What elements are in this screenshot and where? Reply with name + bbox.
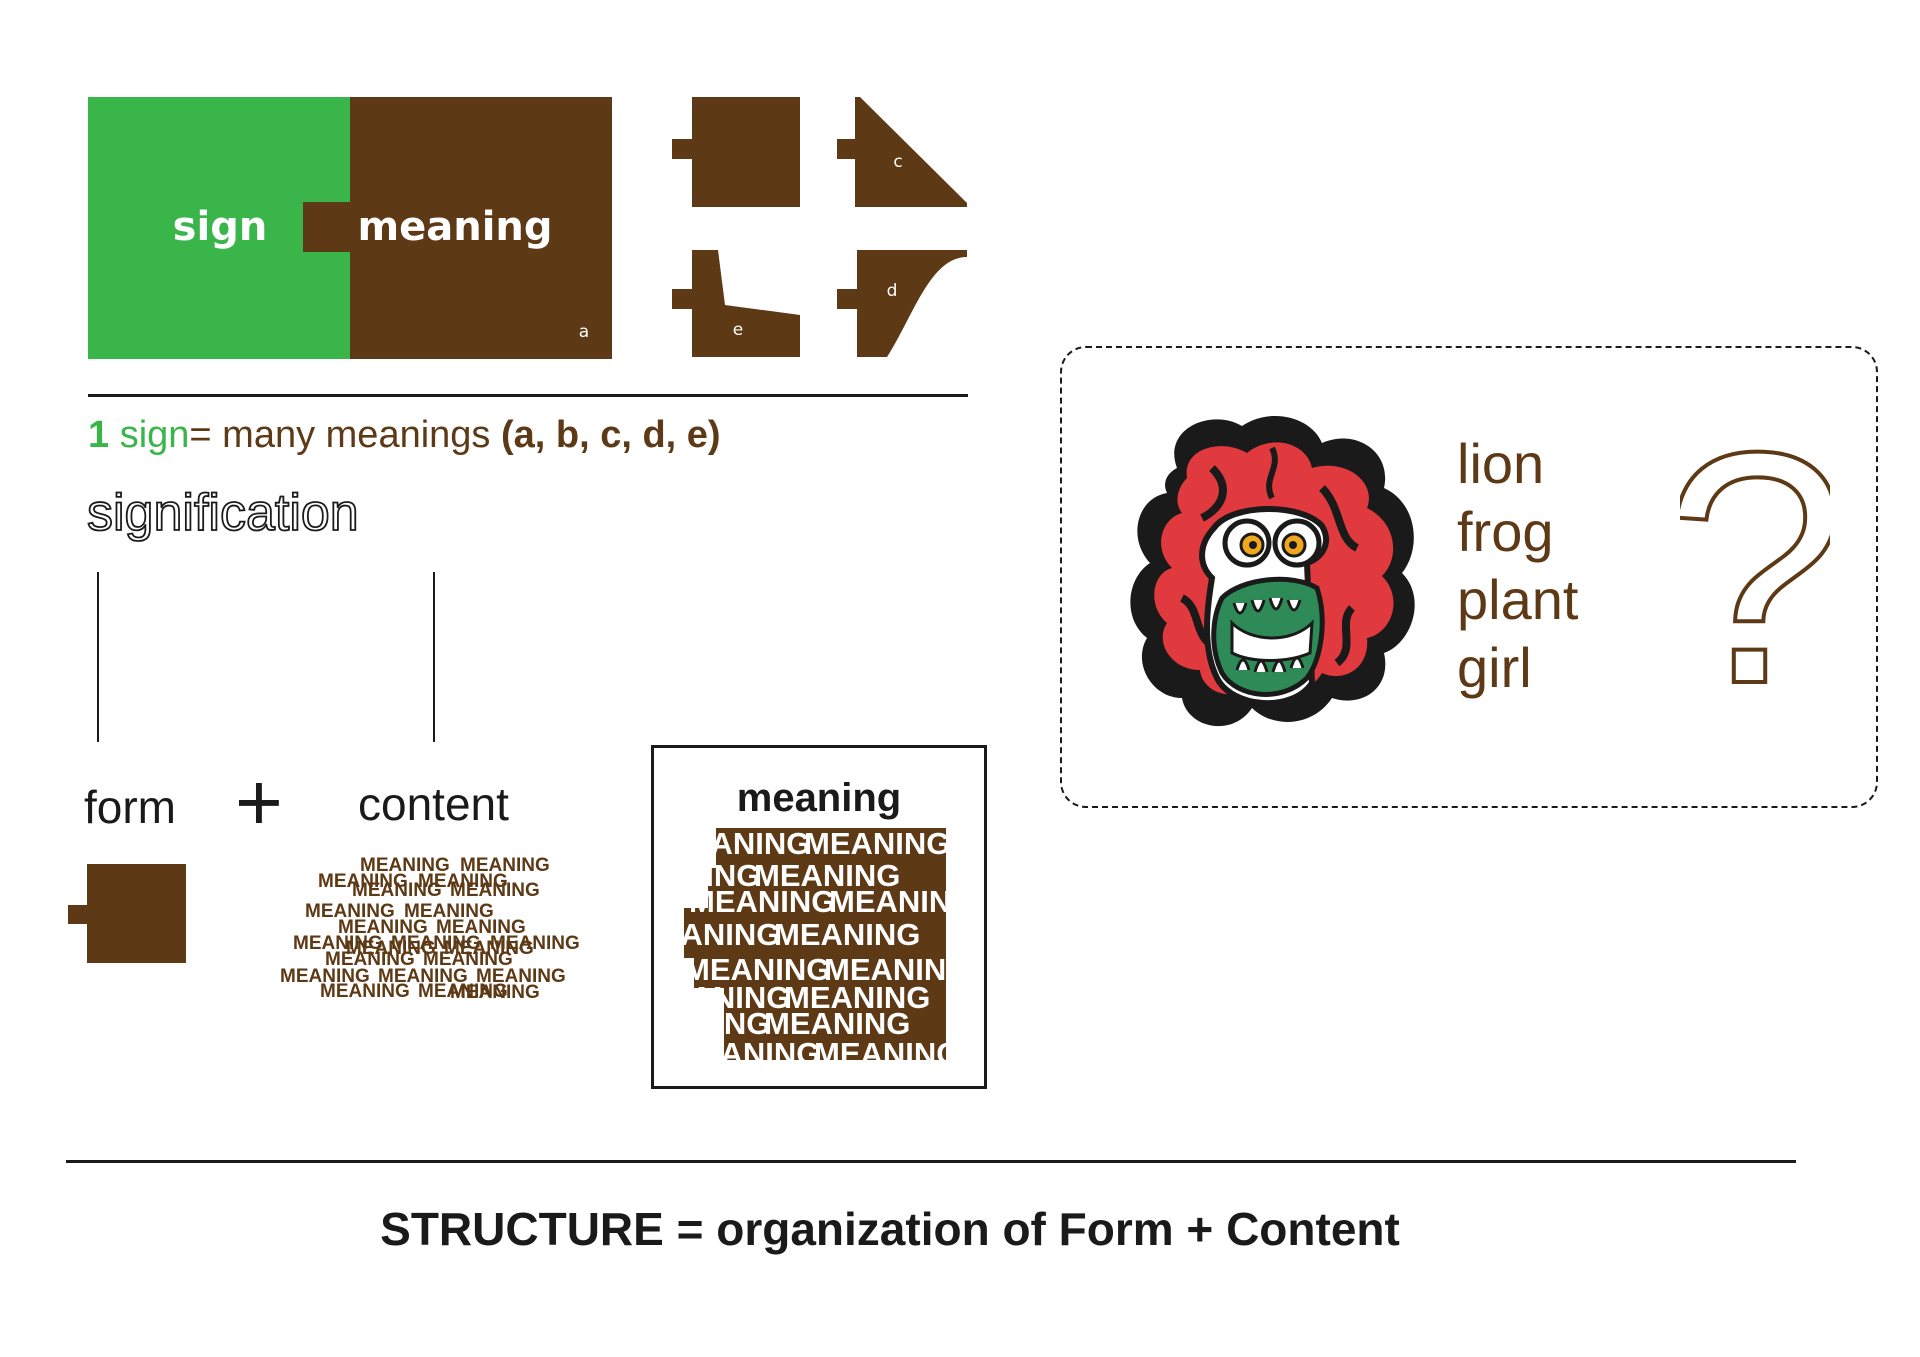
content-word: MEANING bbox=[378, 966, 468, 987]
meaning-box: meaning MEANING MEANING MEANING MEANING … bbox=[651, 745, 987, 1089]
sign-label: sign bbox=[173, 204, 268, 250]
signification-heading: signification bbox=[86, 483, 360, 543]
content-word-cloud: MEANING MEANING MEANING MEANING MEANING … bbox=[270, 852, 600, 1012]
texture-word: MEANING bbox=[764, 1006, 910, 1041]
piece-c: c bbox=[837, 97, 967, 207]
piece-a-label: a bbox=[579, 322, 589, 342]
creature-drawing bbox=[1130, 415, 1415, 727]
texture-word: MEANING bbox=[784, 980, 930, 1015]
meaning-piece bbox=[350, 97, 612, 359]
content-word: MEANING bbox=[460, 855, 550, 876]
equation-sign: sign bbox=[119, 414, 190, 456]
sign-equation: 1 sign= many meanings (a, b, c, d, e) bbox=[88, 414, 721, 457]
sign-meaning-puzzle: sign meaning a bbox=[88, 97, 612, 359]
equation-number: 1 bbox=[88, 414, 110, 456]
texture-word: MEANING bbox=[814, 1036, 946, 1060]
word-plant: plant bbox=[1457, 568, 1579, 631]
texture-word: MEANING bbox=[754, 858, 900, 893]
texture-word: MEANING bbox=[824, 952, 946, 987]
signification-text: signification bbox=[87, 484, 359, 542]
content-word: MEANING bbox=[352, 880, 442, 901]
piece-d: d bbox=[837, 250, 967, 357]
form-label: form bbox=[84, 781, 176, 833]
bottom-divider bbox=[66, 1160, 1796, 1163]
content-word: MEANING bbox=[418, 871, 508, 892]
example-box bbox=[1060, 346, 1878, 808]
content-word: MEANING bbox=[305, 901, 395, 922]
piece-d-label: d bbox=[887, 281, 898, 301]
content-word: MEANING bbox=[476, 966, 566, 987]
content-word: MEANING bbox=[404, 901, 494, 922]
content-word: MEANING bbox=[391, 933, 481, 954]
content-word: MEANING bbox=[325, 949, 415, 970]
plus-sign: + bbox=[235, 757, 283, 848]
meaning-texture: MEANING MEANING MEANING MEANING MEANING … bbox=[684, 828, 946, 1060]
texture-word: MEANING bbox=[684, 917, 780, 952]
equation-list: (a, b, c, d, e) bbox=[500, 414, 721, 456]
piece-e-label: e bbox=[733, 320, 743, 340]
content-word: MEANING bbox=[436, 917, 526, 938]
word-frog: frog bbox=[1457, 500, 1554, 563]
top-divider bbox=[88, 394, 968, 397]
meaning-box-title: meaning bbox=[736, 776, 902, 820]
content-word: MEANING bbox=[450, 880, 540, 901]
content-word: MEANING bbox=[450, 982, 540, 1003]
content-word: MEANING bbox=[320, 981, 410, 1002]
content-word: MEANING bbox=[346, 938, 436, 959]
texture-word: MEANING bbox=[689, 884, 835, 919]
content-word: MEANING bbox=[338, 917, 428, 938]
question-mark: ? bbox=[1680, 420, 1830, 690]
structure-caption: STRUCTURE = organization of Form + Conte… bbox=[380, 1203, 1400, 1255]
texture-word: MEANING bbox=[804, 828, 946, 861]
piece-c-label: c bbox=[893, 152, 902, 172]
content-word: MEANING bbox=[318, 871, 408, 892]
form-branch-line bbox=[97, 572, 99, 742]
equation-meanings: = many meanings bbox=[189, 414, 491, 456]
texture-word: MEANING bbox=[684, 828, 810, 861]
word-lion: lion bbox=[1457, 432, 1545, 495]
content-word: MEANING bbox=[444, 938, 534, 959]
form-piece bbox=[68, 864, 186, 963]
piece-e: e bbox=[672, 250, 800, 357]
piece-b bbox=[672, 97, 800, 207]
texture-word: MEANING bbox=[684, 952, 830, 987]
meaning-label: meaning bbox=[357, 204, 552, 250]
content-word: MEANING bbox=[418, 981, 508, 1002]
content-label: content bbox=[358, 778, 509, 830]
texture-word: MEANING bbox=[829, 884, 946, 919]
word-girl: girl bbox=[1457, 636, 1532, 699]
content-word: MEANING bbox=[360, 855, 450, 876]
texture-word: MEANING bbox=[684, 1036, 820, 1060]
content-word: MEANING bbox=[293, 933, 383, 954]
puzzle-tab bbox=[303, 202, 353, 252]
content-word: MEANING bbox=[423, 949, 513, 970]
content-branch-line bbox=[433, 572, 435, 742]
content-word: MEANING bbox=[280, 966, 370, 987]
question-mark-glyph: ? bbox=[1680, 420, 1830, 690]
example-words: lion frog plant girl bbox=[1457, 430, 1578, 702]
texture-word: MEANING bbox=[774, 917, 920, 952]
content-word: MEANING bbox=[490, 933, 580, 954]
